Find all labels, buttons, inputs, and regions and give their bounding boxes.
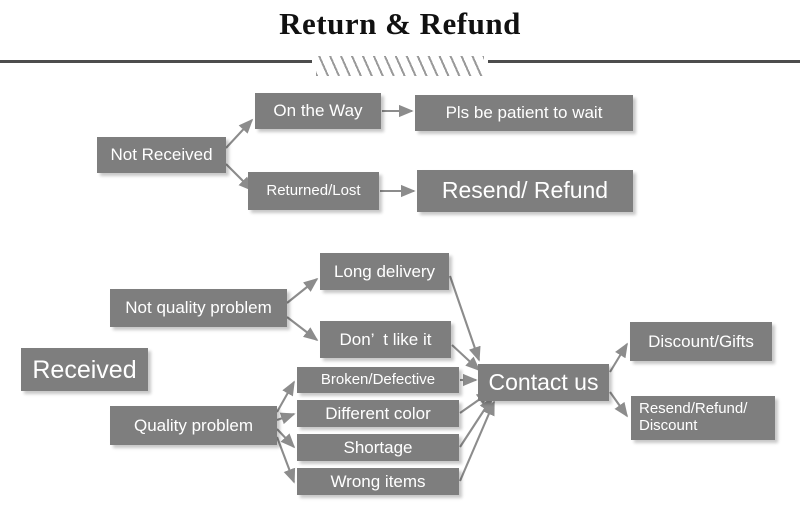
node-different-color[interactable]: Different color	[297, 400, 459, 427]
page-title: Return & Refund	[279, 6, 521, 41]
hatched-divider	[0, 56, 800, 78]
node-dont-like-it[interactable]: Don’ t like it	[320, 321, 451, 358]
node-resend-refund-discount[interactable]: Resend/Refund/ Discount	[631, 396, 775, 440]
node-not-quality-problem[interactable]: Not quality problem	[110, 289, 287, 327]
node-broken-defective[interactable]: Broken/Defective	[297, 367, 459, 393]
node-shortage[interactable]: Shortage	[297, 434, 459, 461]
node-received[interactable]: Received	[21, 348, 148, 391]
node-quality-problem[interactable]: Quality problem	[110, 406, 277, 445]
node-resend-refund[interactable]: Resend/ Refund	[417, 170, 633, 212]
node-discount-gifts[interactable]: Discount/Gifts	[630, 322, 772, 361]
divider-rule-right	[488, 60, 800, 63]
divider-hatch-icon	[316, 56, 484, 76]
divider-rule-left	[0, 60, 312, 63]
node-on-the-way[interactable]: On the Way	[255, 93, 381, 129]
node-not-received[interactable]: Not Received	[97, 137, 226, 173]
node-contact-us[interactable]: Contact us	[478, 364, 609, 401]
node-long-delivery[interactable]: Long delivery	[320, 253, 449, 290]
node-returned-lost[interactable]: Returned/Lost	[248, 172, 379, 210]
node-pls-be-patient-to-wait[interactable]: Pls be patient to wait	[415, 95, 633, 131]
node-wrong-items[interactable]: Wrong items	[297, 468, 459, 495]
